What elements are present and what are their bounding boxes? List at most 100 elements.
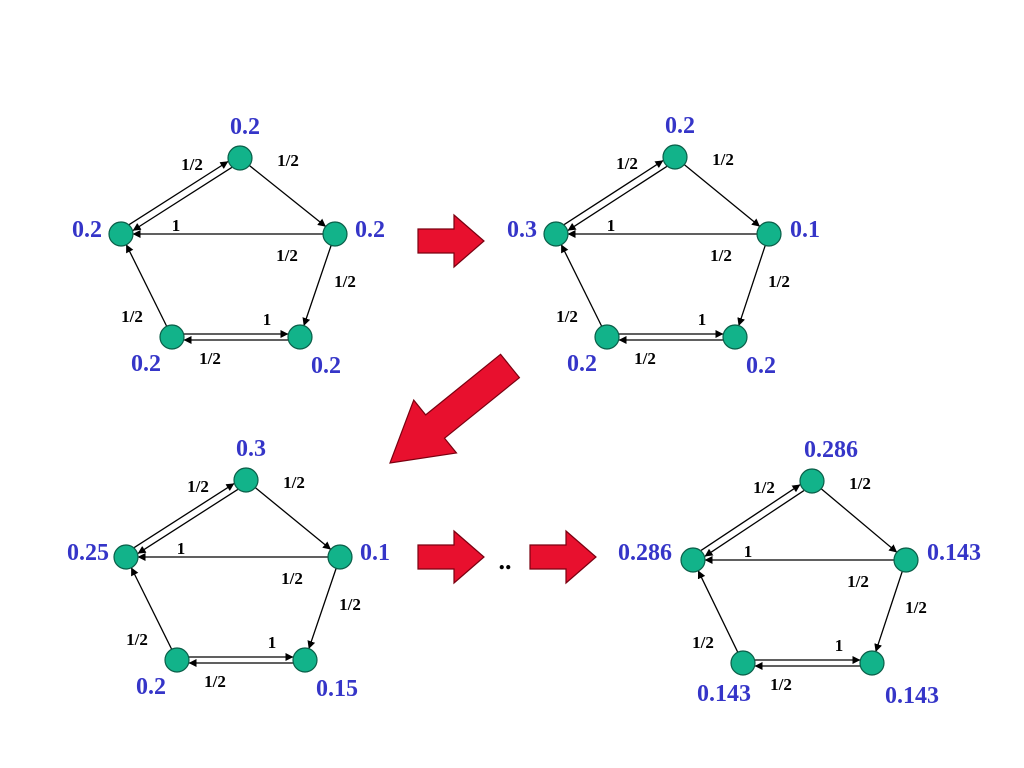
edge-a-to-e [137,488,239,555]
node-b-rank: 0.1 [360,540,390,566]
node-b [893,547,919,573]
node-a-rank: 0.3 [236,436,266,462]
edge-weight-label: 1/2 [847,572,869,591]
edge-weight-label: 1/2 [712,150,734,169]
edge-weight-label: 1 [698,310,707,329]
edge-d-to-e [130,567,173,650]
edge-e-to-a [128,160,229,226]
node-a [227,145,253,171]
node-e [680,547,706,573]
node-e [113,544,139,570]
node-a [799,468,825,494]
edge-weight-label: 1/2 [634,349,656,368]
node-d [730,650,756,676]
edge-weight-label: 1/2 [753,478,775,497]
edge-weight-label: 1/2 [281,569,303,588]
edge-b-to-c [737,245,766,326]
edge-weight-label: 1/2 [849,474,871,493]
edge-b-to-c [307,568,337,650]
edge-weight-label: 1/2 [277,151,299,170]
edge-weight-label: 1/2 [556,307,578,326]
edge-a-to-e [704,490,805,557]
node-d-rank: 0.143 [697,681,751,707]
node-b-rank: 0.2 [355,217,385,243]
node-a [662,144,688,170]
node-c-rank: 0.2 [746,353,776,379]
edge-weight-label: 1/2 [126,630,148,649]
edge-d-to-e [697,570,739,653]
node-b [327,544,353,570]
graph-3: 1/2 1/2 1 1/2 1/2 1 1/2 1/2 0.3 0.1 0.15 0.2 0.25 [67,436,390,702]
edge-d-to-e [125,244,168,327]
node-b-rank: 0.143 [927,540,981,566]
ellipsis-text: .. [499,546,512,575]
edge-e-to-a [133,482,235,549]
edge-weight-label: 1 [835,636,844,655]
edge-b-to-c [874,571,903,652]
node-e [543,221,569,247]
step-arrow-4 [529,529,597,585]
edge-weight-label: 1/2 [339,595,361,614]
edge-d-to-e [560,244,603,327]
node-d [164,647,190,673]
edge-weight-label: 1/2 [276,246,298,265]
edge-weight-label: 1/2 [199,349,221,368]
node-c-rank: 0.143 [885,683,939,709]
edge-weight-label: 1/2 [768,272,790,291]
node-d-rank: 0.2 [136,674,166,700]
step-arrow-3 [417,529,485,585]
edge-e-to-a [563,160,664,226]
edge-weight-label: 1 [177,539,186,558]
node-c [722,324,748,350]
node-a [233,467,259,493]
node-c-rank: 0.15 [316,676,358,702]
edge-weight-label: 1 [607,216,616,235]
node-e-rank: 0.3 [507,217,537,243]
edge-a-to-e [132,166,233,232]
node-a-rank: 0.2 [230,114,260,140]
step-arrows [389,213,597,585]
node-e-rank: 0.2 [72,217,102,243]
edge-weight-label: 1/2 [121,307,143,326]
edge-weight-label: 1/2 [187,477,209,496]
node-d-rank: 0.2 [131,351,161,377]
step-arrow-1 [417,213,485,269]
edge-weight-label: 1 [263,310,272,329]
edge-weight-label: 1 [268,633,277,652]
edge-weight-label: 1/2 [283,473,305,492]
edge-weight-label: 1/2 [204,672,226,691]
edge-weight-label: 1/2 [334,272,356,291]
node-e-rank: 0.25 [67,540,109,566]
edge-e-to-a [700,484,801,551]
edge-a-to-e [567,165,668,231]
edge-weight-label: 1/2 [770,675,792,694]
node-a-rank: 0.2 [665,113,695,139]
edge-weight-label: 1/2 [616,154,638,173]
edge-a-to-b [248,164,327,228]
node-d [594,324,620,350]
node-a-rank: 0.286 [804,437,858,463]
edge-weight-label: 1/2 [692,633,714,652]
edge-weight-label: 1 [744,542,753,561]
node-b-rank: 0.1 [790,217,820,243]
node-d [159,324,185,350]
edge-weight-label: 1/2 [905,598,927,617]
graph-4: 1/2 1/2 1 1/2 1/2 1 1/2 1/2 0.286 0.143 0.143 0.143… [618,437,981,709]
edge-a-to-b [254,487,332,550]
node-c [292,647,318,673]
node-e-rank: 0.286 [618,540,672,566]
node-d-rank: 0.2 [567,351,597,377]
step-arrow-2 [389,353,521,464]
node-b [322,221,348,247]
edge-a-to-b [820,488,898,553]
edge-a-to-b [683,164,761,227]
edge-weight-label: 1/2 [181,155,203,174]
edge-b-to-c [302,245,332,327]
graph-1: 1/2 1/2 1 1/2 1/2 1 1/2 1/2 0.2 0.2 0.2 0.2 0.2 [72,114,385,379]
edge-weight-label: 1/2 [710,246,732,265]
edge-weight-label: 1 [172,216,181,235]
node-e [108,221,134,247]
node-c-rank: 0.2 [311,353,341,379]
